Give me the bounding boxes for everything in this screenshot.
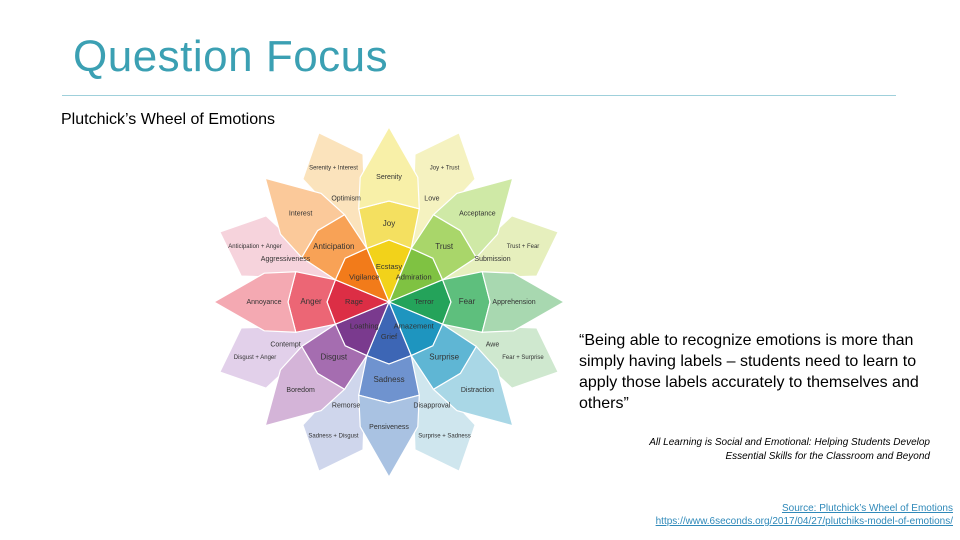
dyad-combination-label: Fear + Surprise [502,355,544,361]
petal-inner-label: Grief [381,332,398,341]
petal-middle-label: Anger [300,297,322,306]
petal-outer-label: Boredom [286,387,315,394]
petal-outer-label: Pensiveness [369,424,409,431]
petal-outer-label: Interest [289,210,312,217]
citation-line-2: Essential Skills for the Classroom and B… [725,451,930,462]
petal-inner-label: Ecstasy [376,262,403,271]
petal-middle-label: Anticipation [313,242,354,251]
petal-outer [432,177,514,259]
dyad-label: Love [424,195,439,202]
wheel-heading: Plutchick’s Wheel of Emotions [61,111,276,128]
petal-inner-label: Amazement [394,322,435,331]
petal-middle-label: Surprise [429,352,459,361]
petal-outer [358,394,420,479]
source-link-title[interactable]: Source: Plutchick’s Wheel of Emotions [781,503,953,514]
dyad-label: Contempt [270,342,300,349]
dyad-combination-label: Trust + Fear [507,244,540,250]
dyad-combination-label: Sadness + Disgust [308,434,359,440]
dyad-label: Remorse [332,402,361,409]
citation-line-1: All Learning is Social and Emotional: He… [649,437,930,448]
petal-outer-label: Annoyance [246,299,281,306]
title-divider [62,95,896,96]
petal-middle-label: Sadness [373,375,404,384]
source-credit: Source: Plutchick’s Wheel of Emotions ht… [600,502,953,528]
petal-outer-label: Serenity [376,174,402,181]
petal-inner-label: Terror [414,297,434,306]
source-link-url[interactable]: https://www.6seconds.org/2017/04/27/plut… [655,516,953,527]
petal-middle-label: Trust [435,242,454,251]
petal-inner-label: Rage [345,297,363,306]
petal-middle-label: Joy [383,219,395,228]
dyad-label: Submission [474,256,510,263]
dyad-combination-label: Serenity + Interest [309,166,358,172]
book-citation: All Learning is Social and Emotional: He… [590,436,930,464]
petal-outer-label: Apprehension [492,299,535,306]
dyad-label: Aggressiveness [261,256,311,263]
petal-inner-label: Admiration [396,272,432,281]
dyad-combination-label: Disgust + Anger [234,355,277,361]
dyad-combination-label: Surprise + Sadness [418,434,471,440]
dyad-label: Awe [486,342,500,349]
petal-middle-label: Disgust [320,352,347,361]
petal-outer [432,345,514,427]
petal-middle-label: Fear [459,297,476,306]
petal-inner-label: Vigilance [349,272,379,281]
petal-outer-label: Acceptance [459,210,496,217]
petal-outer [212,271,297,333]
petal-outer [264,345,346,427]
dyad-combination-label: Anticipation + Anger [228,244,282,250]
dyad-combination-label: Joy + Trust [430,166,460,172]
dyad-label: Optimism [331,195,361,202]
petal-outer [264,177,346,259]
petal-inner-label: Loathing [350,322,379,331]
petal-outer-label: Distraction [461,387,494,394]
petal-outer [481,271,566,333]
dyad-label: Disapproval [413,402,450,409]
slide-title: Question Focus [73,32,389,81]
quote-text: “Being able to recognize emotions is mor… [579,332,919,412]
petal-outer [358,125,420,210]
